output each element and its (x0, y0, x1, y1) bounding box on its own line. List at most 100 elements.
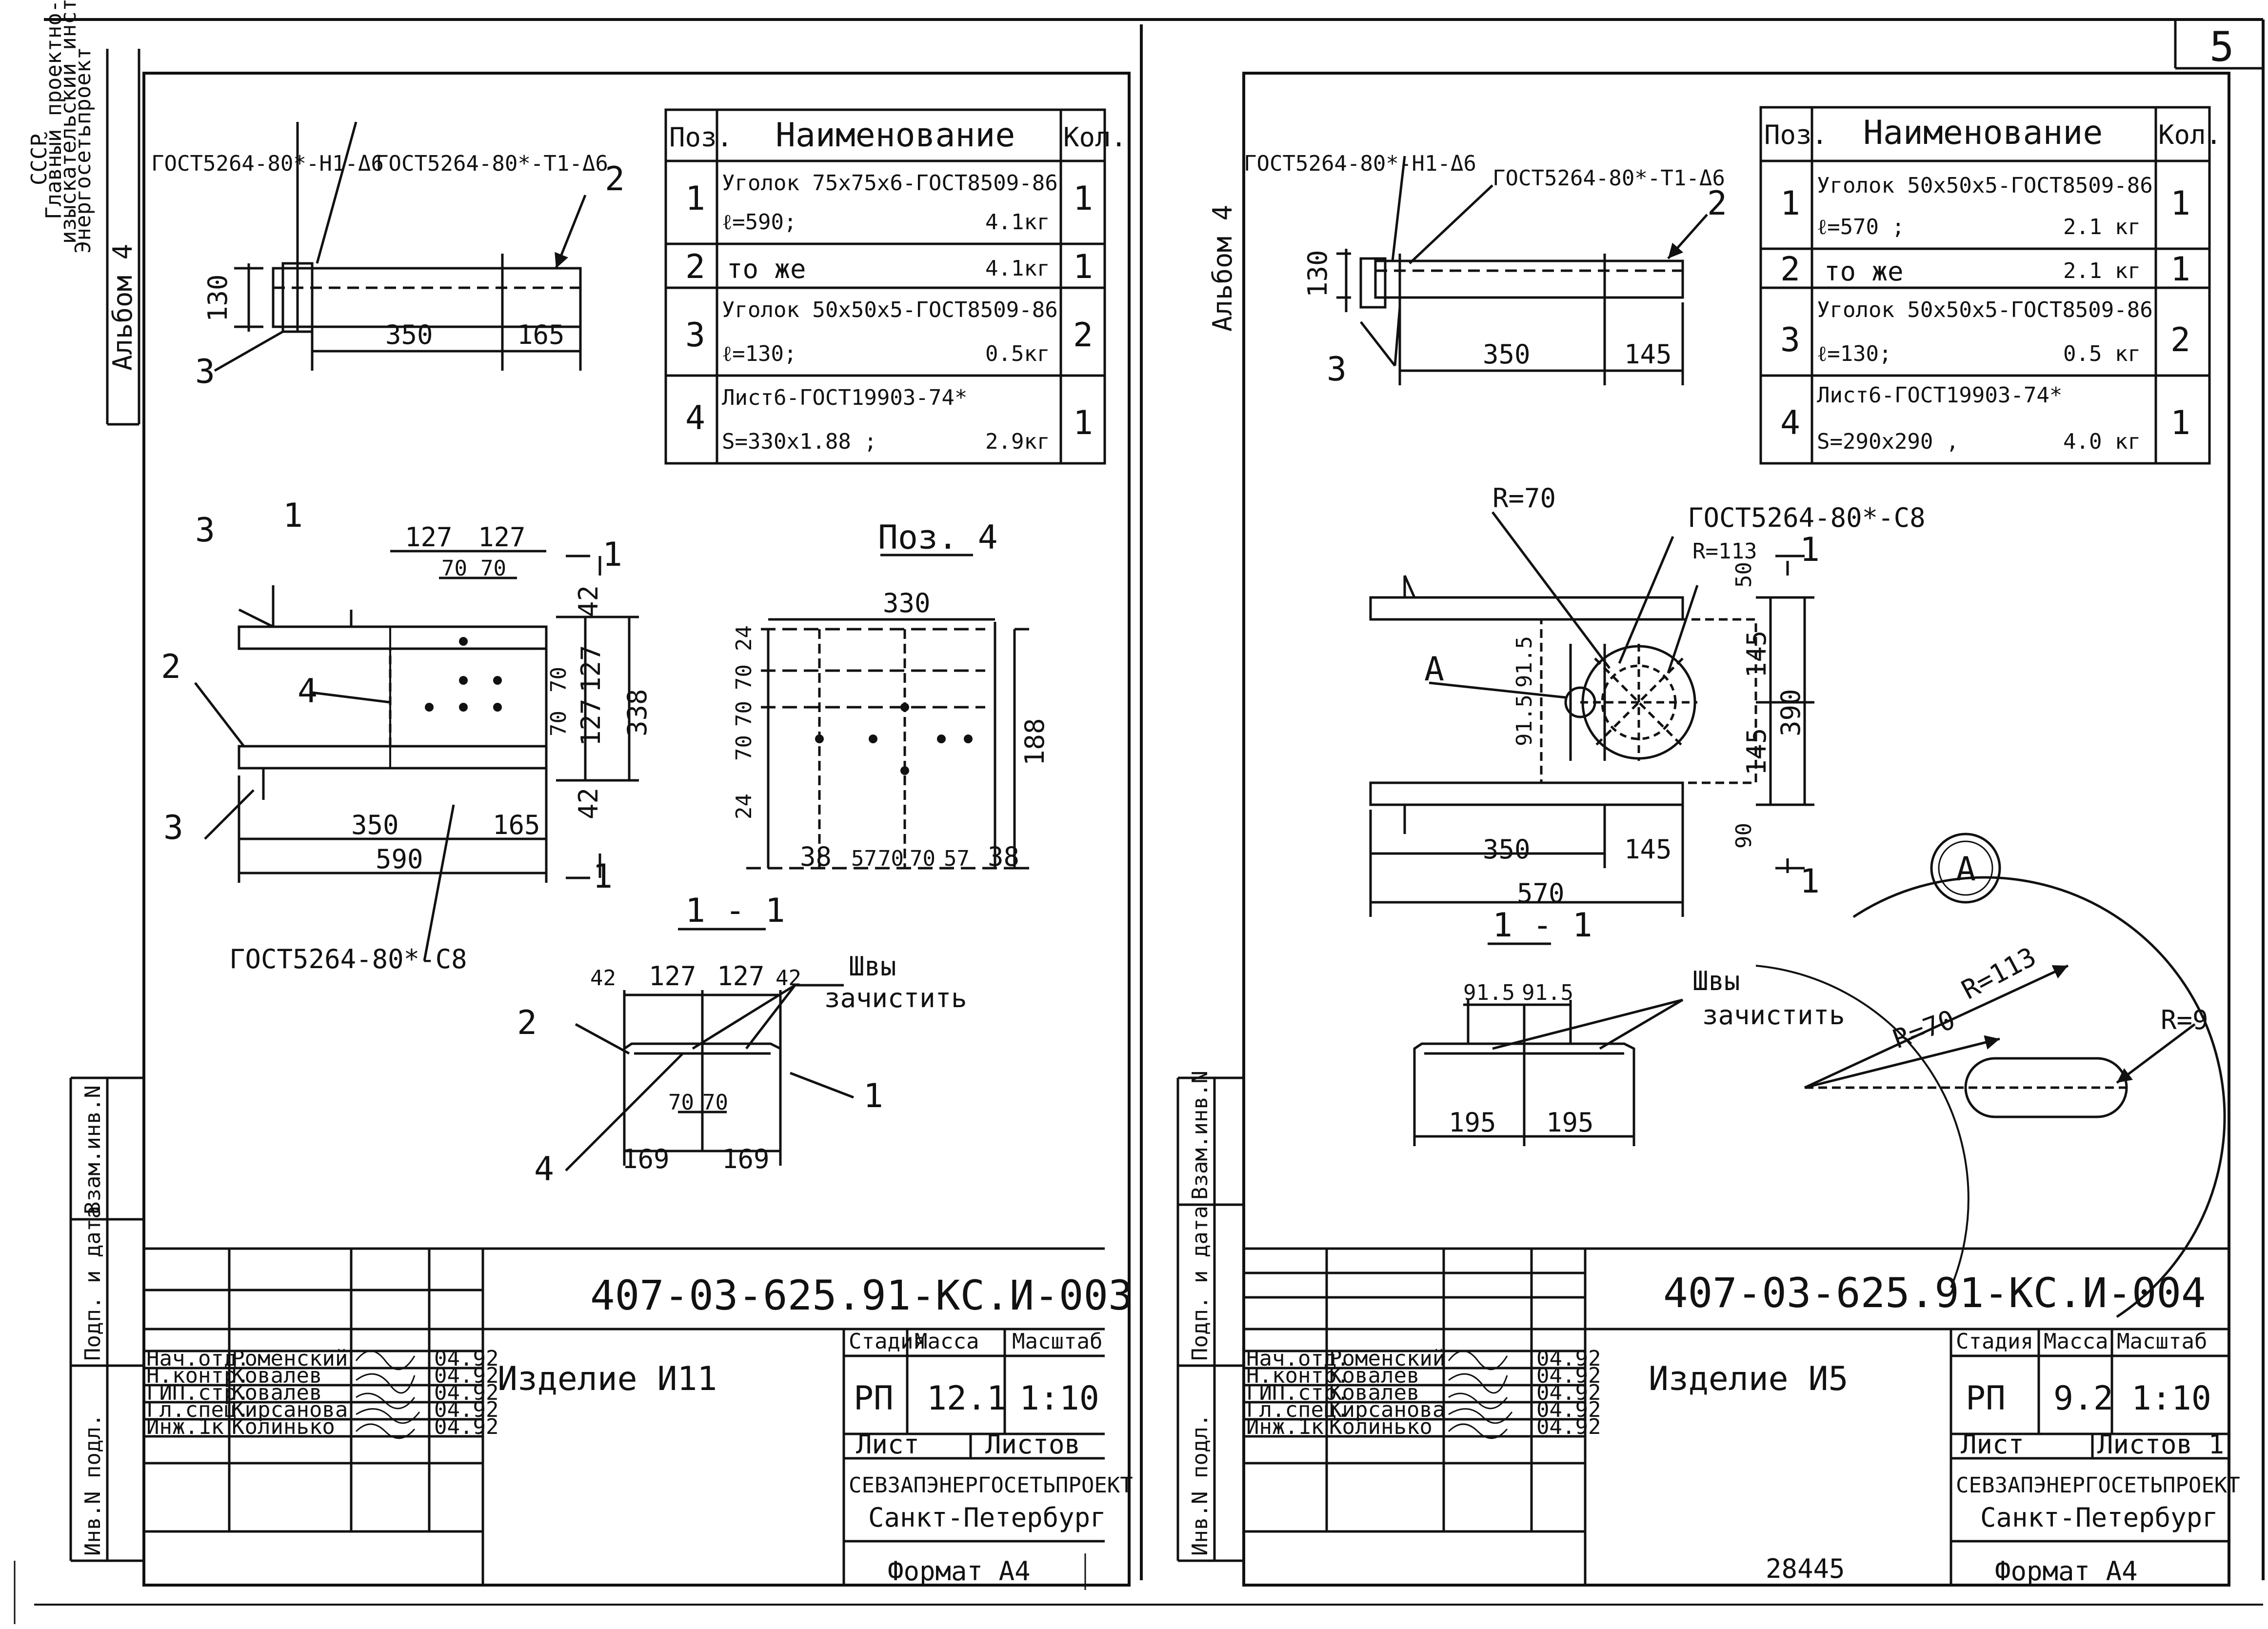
spec-r-row4-detail: S=290х290 , (1817, 429, 1959, 454)
spec-row3-mass: 0.5кг (985, 341, 1050, 366)
dim-165-top-left: 165 (517, 319, 565, 350)
role-3-left: ГИП.стр. (146, 1380, 250, 1405)
detail-r70: R=70 (1889, 1004, 1959, 1055)
sheet-label-right: Лист (1961, 1429, 2024, 1460)
page-number: 5 (2209, 23, 2234, 71)
spec-row2-pos: 2 (685, 248, 705, 286)
spec-r-row2-mass: 2.1 кг (2063, 258, 2141, 283)
dim-r-145-plan: 145 (1624, 834, 1672, 865)
archive-number: 28445 (1766, 1553, 1845, 1584)
name-1-left: Роменский (232, 1346, 348, 1371)
dim-70-p3: 70 (732, 735, 756, 761)
spec-header-pos: Поз. (669, 122, 733, 153)
weld-callout-n1: ГОСТ5264-80*-Н1-Δ6 (151, 151, 384, 176)
detail-a-label: А (1424, 650, 1444, 689)
spec-r-row4-pos: 4 (1780, 404, 1800, 442)
name-4-right: Кирсанова (1329, 1397, 1445, 1422)
spec-row4-qty: 1 (1073, 404, 1093, 442)
title-block-right: 407-03-625.91-КС.И-004 Изделие И5 Стадия… (1246, 1269, 2240, 1587)
spec-row2-qty: 1 (1073, 248, 1093, 286)
item-name-left: Изделие И11 (497, 1360, 717, 1398)
spec-row4-mass: 2.9кг (985, 429, 1050, 454)
drawing-right: ГОСТ5264-80*-Н1-Δ6 ГОСТ5264-80*-Т1-Δ6 2 … (1244, 151, 2208, 1138)
doc-code-left: 407-03-625.91-КС.И-003 (590, 1271, 1133, 1319)
format-left: Формат А4 (888, 1556, 1031, 1587)
dim-70-d: 70 (546, 711, 571, 736)
dim-70-e: 70 (878, 846, 904, 871)
dim-r-390: 390 (1775, 689, 1806, 736)
spec-r-row3-pos: 3 (1780, 321, 1800, 359)
dim-r-91-5-b: 91.5 (1512, 695, 1537, 746)
stage-label-left: Стадия (849, 1329, 926, 1354)
format-right: Формат А4 (1995, 1556, 2138, 1587)
role-4-right: Гл.спец. (1246, 1397, 1350, 1422)
spec-row1-qty: 1 (1073, 179, 1093, 218)
section-r-mark-top: 1 (1800, 531, 1820, 569)
position-r-label-3: 3 (1327, 350, 1347, 389)
spec-table-right: Поз. Наименование Кол. 1 Уголок 50х50х5-… (1764, 114, 2222, 454)
dim-70-f: 70 (910, 846, 935, 871)
dim-590: 590 (376, 844, 423, 874)
dim-r-91-5-s2: 91.5 (1522, 980, 1573, 1005)
dim-r-145-top: 145 (1624, 339, 1672, 370)
dim-42-s2: 42 (776, 966, 801, 991)
side-label-inv: Инв.N подл. (80, 1414, 105, 1556)
dim-42-s1: 42 (590, 966, 616, 991)
city-right: Санкт-Петербург (1980, 1502, 2218, 1533)
dim-r-195-b: 195 (1546, 1107, 1594, 1138)
dim-r-90: 90 (1731, 823, 1756, 849)
dim-188: 188 (1019, 718, 1050, 766)
weld-r-callout-c8: ГОСТ5264-80*-С8 (1688, 502, 1926, 533)
scale-left: 1:10 (1019, 1379, 1099, 1418)
dim-r-145-b: 145 (1741, 728, 1772, 775)
scale-label-right: Масштаб (2117, 1329, 2207, 1354)
weld-callout-t1: ГОСТ5264-80*-Т1-Δ6 (376, 151, 608, 176)
date-1-right: 04.92 (1536, 1346, 1601, 1371)
dim-38-b: 38 (988, 841, 1019, 872)
position-label-3-bottom: 3 (163, 809, 183, 847)
spec-r-row1-name: Уголок 50х50х5-ГОСТ8509-86 (1817, 173, 2153, 198)
title-block-left: 407-03-625.91-КС.И-003 Изделие И11 Стади… (146, 1271, 1133, 1587)
dim-70-c: 70 (546, 667, 571, 693)
spec-row4-detail: S=330х1.88 ; (722, 429, 877, 454)
welds-note-2: зачистить (824, 983, 967, 1013)
dim-127-s1: 127 (649, 961, 696, 992)
detail-r113: R=113 (1957, 941, 2041, 1006)
spec-r-row4-name: Лист6-ГОСТ19903-74* (1817, 383, 2062, 408)
dim-127-c: 127 (576, 645, 606, 693)
dim-r-570: 570 (1517, 878, 1565, 909)
date-5-left: 04.92 (434, 1414, 498, 1439)
spec-row2-name: то же (727, 254, 806, 284)
section-mark-bottom: 1 (593, 857, 613, 896)
spec-header-name: Наименование (776, 116, 1015, 155)
dim-127-a: 127 (405, 522, 453, 553)
weld-r-callout-n1: ГОСТ5264-80*-Н1-Δ6 (1244, 151, 1476, 176)
date-2-right: 04.92 (1536, 1363, 1601, 1388)
spec-row1-name: Уголок 75х75х6-ГОСТ8509-86 (722, 171, 1058, 196)
dim-330: 330 (883, 588, 931, 618)
date-3-left: 04.92 (434, 1380, 498, 1405)
position-label-3-plan: 3 (195, 511, 215, 550)
dim-127-s2: 127 (717, 961, 765, 992)
spec-r-row3-qty: 2 (2170, 321, 2190, 359)
side-label-inv-right: Инв.N подл. (1188, 1414, 1213, 1556)
position-label-4-plan: 4 (298, 672, 318, 711)
welds-r-note-1: Швы (1692, 966, 1740, 996)
dim-130-left: 130 (202, 274, 233, 322)
stage-left: РП (854, 1379, 894, 1418)
bolt-holes-left (425, 637, 973, 775)
date-5-right: 04.92 (1536, 1414, 1601, 1439)
section-title-left: 1 - 1 (685, 892, 785, 930)
dim-70-b: 70 (480, 556, 506, 581)
spec-row2-mass: 4.1кг (985, 256, 1050, 281)
drawing-left: ГОСТ5264-80*-Н1-Δ6 ГОСТ5264-80*-Т1-Δ6 2 … (151, 151, 1050, 1189)
position-r-label-2: 2 (1707, 184, 1727, 223)
r70-label: R=70 (1492, 483, 1556, 514)
dim-r-91-5-a: 91.5 (1512, 636, 1537, 688)
dim-70-p1: 70 (732, 664, 756, 690)
role-1-right: Нач.отд. (1246, 1346, 1350, 1371)
dim-350-top-left: 350 (385, 319, 433, 350)
name-2-left: Ковалев (232, 1363, 322, 1388)
side-institute-3: изыскательский институт (56, 0, 81, 244)
dim-70-s2: 70 (702, 1090, 728, 1115)
